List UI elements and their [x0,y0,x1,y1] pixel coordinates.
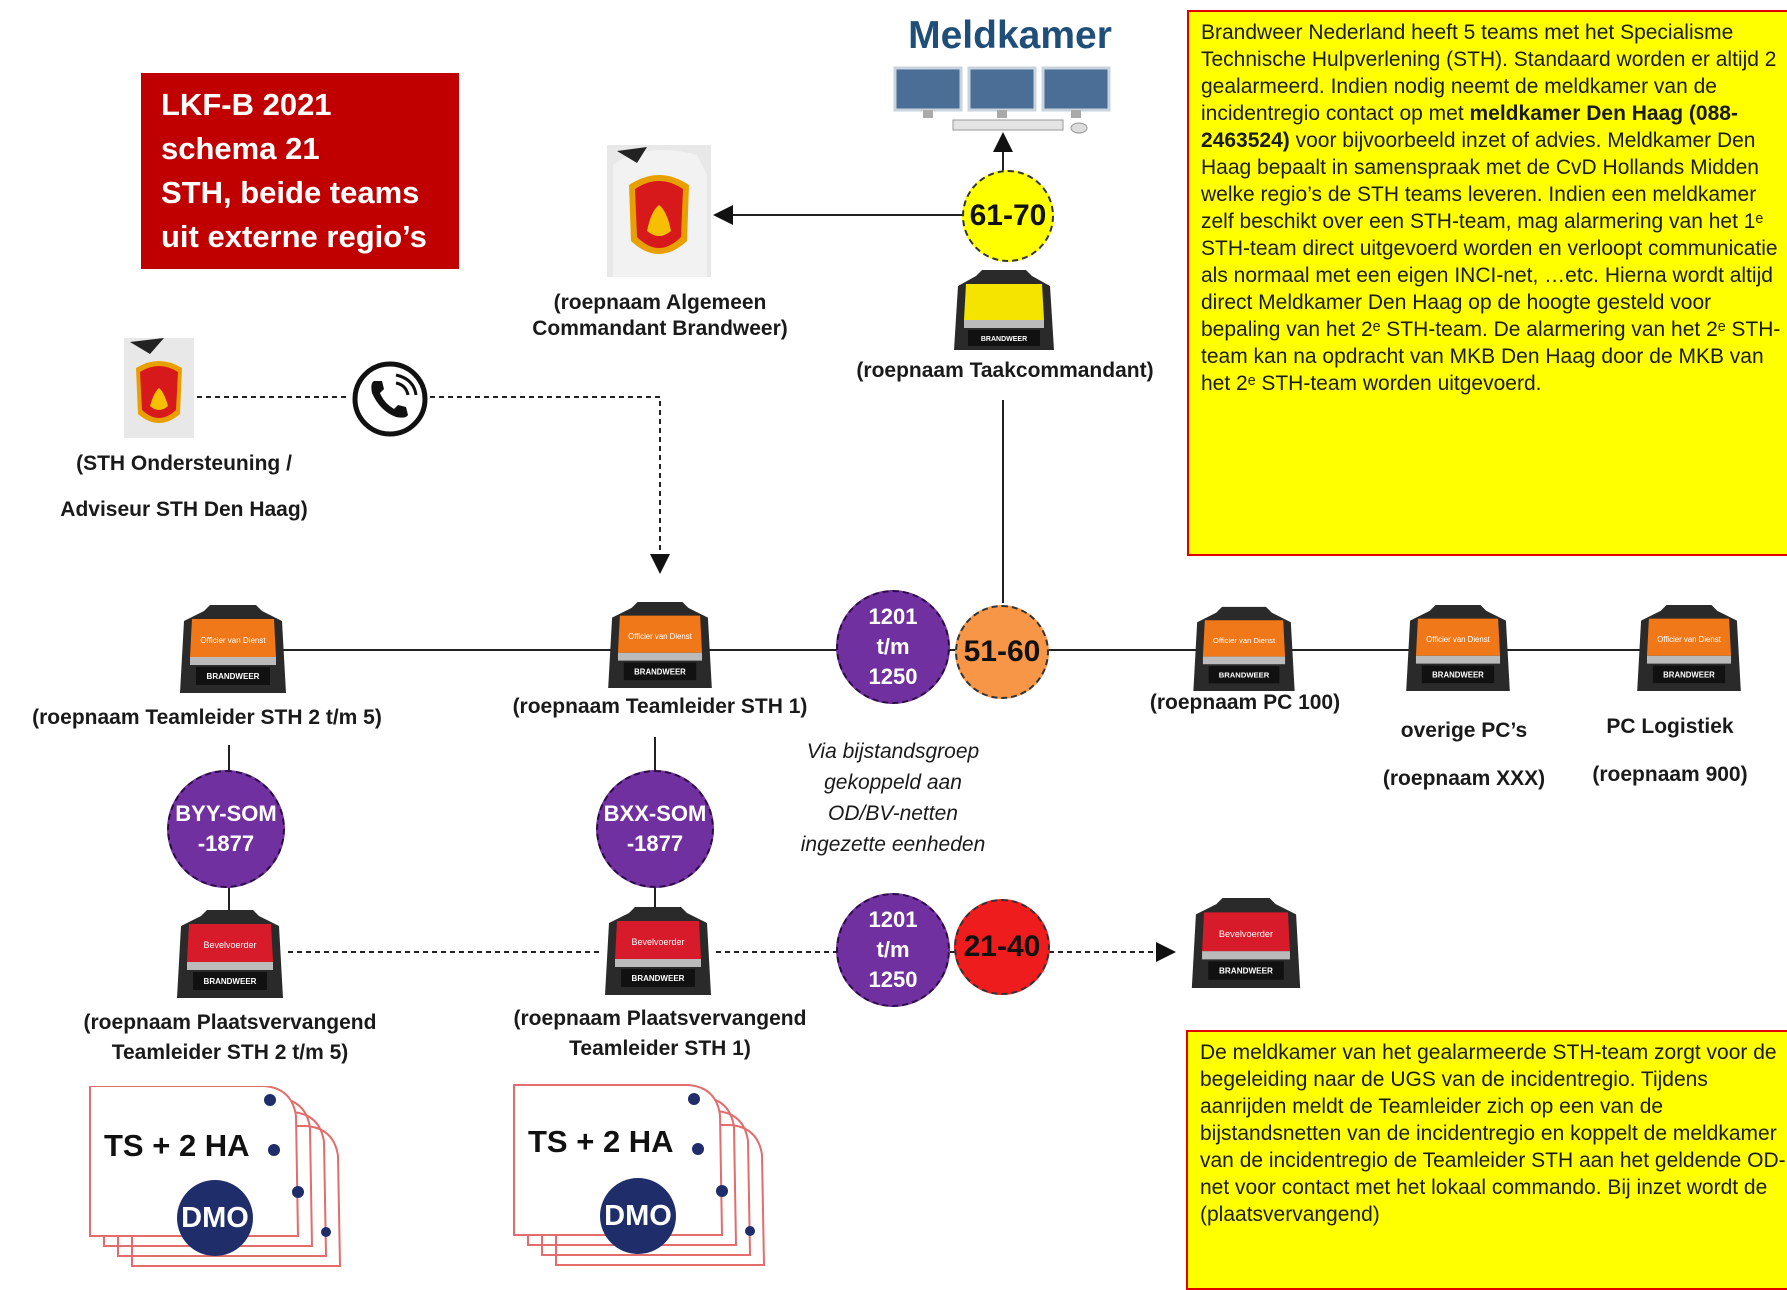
vest-pc-100: Officier van Dienst BRANDWEER [1190,605,1298,691]
svg-text:Officier van Dienst: Officier van Dienst [628,632,693,641]
badge-top-line-1: 1201 [868,604,918,629]
svg-text:Officier van Dienst: Officier van Dienst [200,636,266,645]
label-algemeen-line-1: (roepnaam Algemeen [553,291,767,314]
vest-teamleider-2-5: Officier van Dienst BRANDWEER [178,603,288,693]
line-phone-right [430,396,670,574]
label-teamleider-1: (roepnaam Teamleider STH 1) [512,695,808,718]
svg-text:BRANDWEER: BRANDWEER [204,977,257,986]
badge-1201-1250-top: 1201 t/m 1250 [836,590,950,704]
label-pc-logistiek: PC Logistiek (roepnaam 900) [1560,703,1780,799]
svg-text:BRANDWEER: BRANDWEER [1219,967,1273,976]
badge-61-70: 61-70 [962,170,1054,262]
bijstandsgroep-note: Via bijstandsgroep gekoppeld aan OD/BV-n… [778,736,1008,860]
ts-label-left: TS + 2 HA [104,1128,250,1163]
badge-1201-1250-bottom: 1201 t/m 1250 [836,893,950,1007]
badge-byy-line-1: BYY-SOM [175,801,277,826]
italic-line-3: OD/BV-netten [828,802,958,825]
monitors-icon [893,64,1111,141]
italic-line-4: ingezette eenheden [800,833,986,856]
title-line-4: uit externe regio’s [161,219,427,254]
title-line-2: schema 21 [161,131,320,166]
vest-taakcommandant: BRANDWEER [952,268,1056,350]
vest-plv-teamleider-1: Bevelvoerder BRANDWEER [600,905,716,995]
svg-text:Bevelvoerder: Bevelvoerder [1219,929,1273,939]
label-sth-ondersteuning: (STH Ondersteuning / Adviseur STH Den Ha… [34,441,334,533]
note-top-bold: meldkamer Den Haag (088-2463524) [1201,102,1738,152]
badge-bxx-line-2: -1877 [626,831,684,856]
helmet-icon [124,338,194,443]
svg-text:Officier van Dienst: Officier van Dienst [1657,635,1722,644]
label-logistiek-line-1: PC Logistiek [1606,715,1734,738]
note-bottom-text: De meldkamer van het gealarmeerde STH-te… [1200,1041,1786,1226]
label-overige-line-1: overige PC’s [1400,719,1528,742]
badge-bottom-line-1: 1201 [868,907,918,932]
label-plv25-line-2: Teamleider STH 2 t/m 5) [111,1041,349,1064]
badge-bxx-line-1: BXX-SOM [603,801,707,826]
svg-text:BRANDWEER: BRANDWEER [1219,671,1270,680]
svg-text:BRANDWEER: BRANDWEER [981,336,1027,343]
badge-21-40: 21-40 [954,899,1050,995]
label-pc-100: (roepnaam PC 100) [1149,691,1341,714]
phone-icon [350,359,430,444]
label-teamleider-2-5: (roepnaam Teamleider STH 2 t/m 5) [32,706,382,729]
label-plv1-line-2: Teamleider STH 1) [569,1037,751,1060]
dmo-badge-left: DMO [177,1180,253,1256]
badge-bxx-som: BXX-SOM -1877 [596,770,714,888]
vehicle-group-left [88,1085,388,1277]
svg-text:BRANDWEER: BRANDWEER [632,974,685,983]
badge-bottom-line-3: 1250 [868,967,918,992]
note-top-part-2: voor bijvoorbeeld inzet of advies. Meldk… [1201,129,1781,395]
svg-text:BRANDWEER: BRANDWEER [1663,670,1715,679]
label-algemeen-line-2: Commandant Brandweer) [532,317,788,340]
label-overige-pc: overige PC’s (roepnaam XXX) [1354,707,1574,803]
vest-pc-logistiek: Officier van Dienst BRANDWEER [1634,603,1744,691]
meldkamer-title: Meldkamer [908,14,1112,57]
label-plv25-line-1: (roepnaam Plaatsvervangend [83,1011,377,1034]
helmet-icon [607,145,711,282]
svg-text:BRANDWEER: BRANDWEER [634,667,686,676]
label-sth-line-1: (STH Ondersteuning / [76,452,292,475]
svg-text:Officier van Dienst: Officier van Dienst [1213,636,1276,645]
vest-plv-teamleider-2-5: Bevelvoerder BRANDWEER [172,908,288,998]
badge-top-line-2: t/m [876,634,910,659]
svg-text:Officier van Dienst: Officier van Dienst [1426,635,1491,644]
svg-text:Bevelvoerder: Bevelvoerder [203,940,256,950]
badge-byy-line-2: -1877 [197,831,255,856]
italic-line-2: gekoppeld aan [824,771,962,794]
badge-51-60: 51-60 [955,605,1049,699]
italic-line-1: Via bijstandsgroep [806,740,980,763]
title-line-1: LKF-B 2021 [161,87,332,122]
svg-text:BRANDWEER: BRANDWEER [1432,670,1484,679]
info-note-bottom: De meldkamer van het gealarmeerde STH-te… [1186,1030,1787,1290]
label-plv-teamleider-1: (roepnaam Plaatsvervangend Teamleider ST… [470,1004,850,1064]
badge-bottom-line-2: t/m [876,937,910,962]
ts-label-right: TS + 2 HA [528,1124,674,1159]
info-note-top: Brandweer Nederland heeft 5 teams met he… [1187,10,1787,556]
label-taakcommandant: (roepnaam Taakcommandant) [856,359,1154,382]
note-top-part-1: Brandweer Nederland heeft 5 teams met he… [1201,21,1777,125]
label-algemeen-commandant: (roepnaam Algemeen Commandant Brandweer) [510,290,810,342]
vehicle-group-right [512,1084,812,1277]
vest-overige-pc: Officier van Dienst BRANDWEER [1403,603,1513,691]
vest-bevelvoerder-right: Bevelvoerder BRANDWEER [1186,896,1306,988]
svg-text:Bevelvoerder: Bevelvoerder [631,937,684,947]
dmo-badge-right: DMO [600,1178,676,1254]
svg-text:BRANDWEER: BRANDWEER [207,672,260,681]
badge-top-line-3: 1250 [868,664,918,689]
label-overige-line-2: (roepnaam XXX) [1382,767,1546,790]
label-plv1-line-1: (roepnaam Plaatsvervangend [513,1007,807,1030]
label-sth-line-2: Adviseur STH Den Haag) [60,498,308,521]
label-plv-teamleider-2-5: (roepnaam Plaatsvervangend Teamleider ST… [40,1008,420,1068]
badge-byy-som: BYY-SOM -1877 [167,770,285,888]
label-logistiek-line-2: (roepnaam 900) [1592,763,1748,786]
schema-title-box: LKF-B 2021 schema 21 STH, beide teams ui… [141,73,459,269]
vest-teamleider-1: Officier van Dienst BRANDWEER [604,600,716,688]
title-line-3: STH, beide teams [161,175,420,210]
